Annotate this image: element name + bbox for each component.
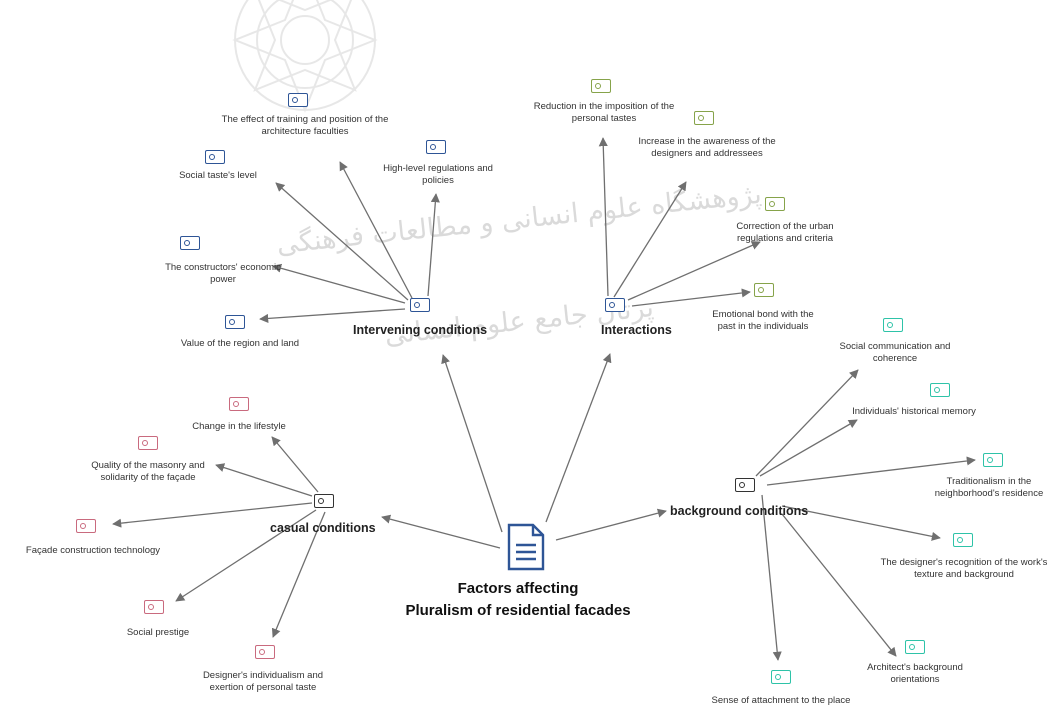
edge-central-background bbox=[555, 508, 667, 541]
casual-code-4-label: Social prestige bbox=[126, 627, 190, 638]
background-code-1-label: Social communication and coherence bbox=[839, 341, 951, 364]
background-code-4-icon bbox=[953, 533, 973, 547]
casual-conditions-label: casual conditions bbox=[270, 521, 376, 535]
background-code-6-icon bbox=[771, 670, 791, 684]
edge-background-1 bbox=[755, 369, 859, 477]
central-title-line2: Pluralism of residential facades bbox=[405, 602, 631, 619]
edge-casual-3 bbox=[112, 502, 313, 528]
intervening-code-2-label: Social taste's level bbox=[179, 170, 257, 181]
edge-casual-2 bbox=[215, 463, 313, 497]
intervening-code-3-icon bbox=[426, 140, 446, 154]
edge-interactions-3 bbox=[627, 241, 761, 301]
edge-interactions-4 bbox=[631, 288, 751, 307]
intervening-code-icon bbox=[410, 298, 430, 312]
edge-interactions-1 bbox=[598, 137, 609, 297]
edge-casual-4 bbox=[175, 509, 317, 602]
intervening-code-4-icon bbox=[180, 236, 200, 250]
intervening-code-1-label: The effect of training and position of t… bbox=[221, 114, 389, 137]
intervening-code-1-icon bbox=[288, 93, 308, 107]
intervening-code-2-icon bbox=[205, 150, 225, 164]
interactions-code-2-label: Increase in the awareness of the designe… bbox=[638, 136, 776, 159]
casual-code-1-label: Change in the lifestyle bbox=[192, 421, 286, 432]
edge-central-intervening bbox=[441, 354, 503, 533]
casual-code-3-icon bbox=[76, 519, 96, 533]
interactions-label: Interactions bbox=[601, 323, 672, 337]
central-title: Factors affecting Pluralism of residenti… bbox=[363, 578, 673, 622]
casual-code-4-icon bbox=[144, 600, 164, 614]
document-icon bbox=[507, 523, 545, 571]
edge-intervening-5 bbox=[259, 308, 406, 323]
background-conditions-label: background conditions bbox=[670, 504, 809, 518]
edge-casual-5 bbox=[271, 511, 326, 638]
edge-interactions-2 bbox=[613, 181, 687, 298]
interactions-code-1-label: Reduction in the imposition of the perso… bbox=[533, 101, 675, 124]
edge-background-4 bbox=[781, 505, 941, 541]
intervening-code-5-label: Value of the region and land bbox=[180, 338, 300, 349]
intervening-code-4-label: The constructors' economic power bbox=[165, 262, 281, 285]
edge-intervening-3 bbox=[427, 193, 440, 297]
central-title-line1: Factors affecting bbox=[457, 580, 579, 597]
background-code-2-icon bbox=[930, 383, 950, 397]
casual-code-1-icon bbox=[229, 397, 249, 411]
edge-intervening-2 bbox=[275, 182, 409, 301]
background-code-6-label: Sense of attachment to the place bbox=[711, 695, 851, 706]
edge-background-6 bbox=[761, 494, 782, 661]
background-code-2-label: Individuals' historical memory bbox=[852, 406, 976, 417]
background-code-4-label: The designer's recognition of the work's… bbox=[880, 557, 1048, 580]
edge-central-interactions bbox=[545, 353, 612, 523]
casual-code-2-label: Quality of the masonry and solidarity of… bbox=[91, 460, 205, 483]
background-code-3-label: Traditionalism in the neighborhood's res… bbox=[934, 476, 1044, 499]
intervening-code-3-label: High-level regulations and policies bbox=[383, 163, 493, 186]
interactions-code-3-icon bbox=[765, 197, 785, 211]
intervening-conditions-label: Intervening conditions bbox=[353, 323, 488, 337]
background-code-icon bbox=[735, 478, 755, 492]
background-code-5-label: Architect's background orientations bbox=[867, 662, 963, 685]
edge-casual-1 bbox=[271, 436, 319, 493]
edge-central-casual bbox=[381, 514, 501, 549]
casual-code-5-icon bbox=[255, 645, 275, 659]
edge-intervening-1 bbox=[339, 161, 413, 299]
intervening-code-5-icon bbox=[225, 315, 245, 329]
casual-code-icon bbox=[314, 494, 334, 508]
edge-intervening-4 bbox=[272, 263, 406, 304]
edge-background-3 bbox=[766, 456, 976, 486]
casual-code-5-label: Designer's individualism and exertion of… bbox=[202, 670, 324, 693]
interactions-code-2-icon bbox=[694, 111, 714, 125]
background-code-1-icon bbox=[883, 318, 903, 332]
background-code-5-icon bbox=[905, 640, 925, 654]
casual-code-3-label: Façade construction technology bbox=[25, 545, 161, 556]
casual-code-2-icon bbox=[138, 436, 158, 450]
edge-background-5 bbox=[781, 513, 897, 657]
edge-background-2 bbox=[759, 419, 858, 477]
background-code-3-icon bbox=[983, 453, 1003, 467]
interactions-code-4-icon bbox=[754, 283, 774, 297]
interactions-code-icon bbox=[605, 298, 625, 312]
interactions-code-1-icon bbox=[591, 79, 611, 93]
interactions-code-3-label: Correction of the urban regulations and … bbox=[736, 221, 834, 244]
interactions-code-4-label: Emotional bond with the past in the indi… bbox=[712, 309, 814, 332]
